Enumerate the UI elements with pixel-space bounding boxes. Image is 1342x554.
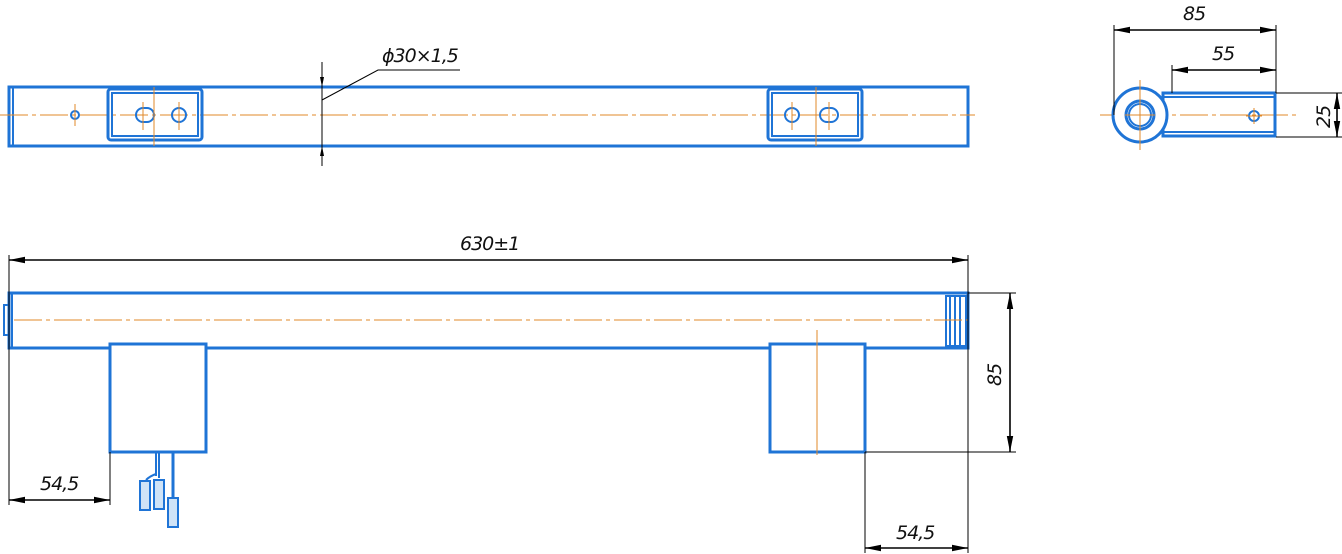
tube-top-outline xyxy=(7,85,970,148)
side-width-label: 85 xyxy=(1183,3,1206,25)
top-view: ϕ30×1,5 xyxy=(0,45,975,166)
left-bracket-block xyxy=(108,342,208,454)
left-bracket-plate xyxy=(106,87,204,146)
overall-length-label: 630±1 xyxy=(460,233,519,255)
side-height-label: 25 xyxy=(1313,105,1335,128)
right-bracket-plate xyxy=(766,87,864,146)
wire-connectors xyxy=(139,452,179,528)
left-offset-label: 54,5 xyxy=(40,473,79,495)
front-height-label: 85 xyxy=(984,363,1006,386)
front-view: 630±1 85 54,5 54,5 xyxy=(3,233,1016,553)
mount-hole xyxy=(70,104,80,126)
right-offset-label: 54,5 xyxy=(896,522,935,544)
side-bracket-label: 55 xyxy=(1212,43,1235,65)
end-cap xyxy=(945,295,967,347)
tube-diameter-label: ϕ30×1,5 xyxy=(382,45,459,67)
tube-diameter-dimension: ϕ30×1,5 xyxy=(320,45,460,166)
side-view: 85 55 25 xyxy=(1100,3,1342,150)
